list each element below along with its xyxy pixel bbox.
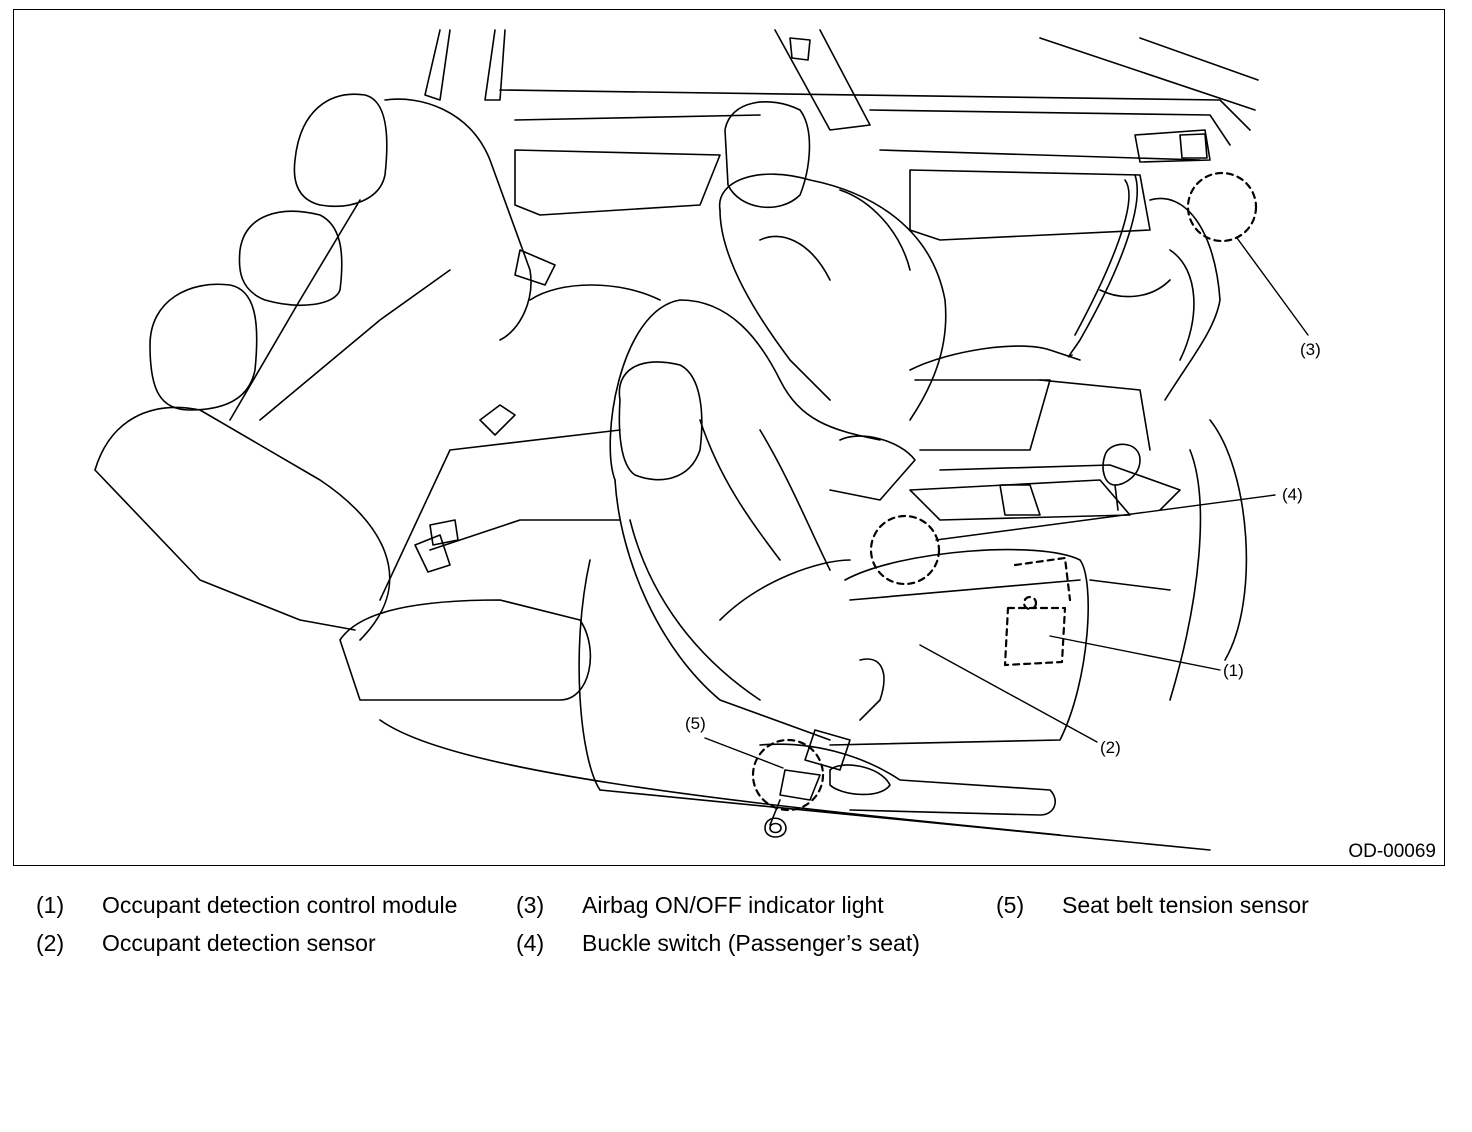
callout-2: (2) (1100, 738, 1121, 757)
callout-4: (4) (1282, 485, 1303, 504)
passenger-seat (578, 299, 1089, 816)
legend-number: (4) (516, 930, 545, 956)
tension-sensor-marker (751, 738, 825, 812)
body-structure (424, 29, 1259, 241)
seatbelt-buckle (764, 729, 851, 838)
legend-number: (1) (36, 892, 65, 918)
leader-lines (704, 237, 1309, 769)
occupant-sensor-outline (1013, 556, 1072, 602)
buckle-switch-marker (869, 514, 941, 586)
legend-number: (2) (36, 930, 65, 956)
callout-5: (5) (685, 714, 706, 733)
callout-3: (3) (1300, 340, 1321, 359)
legend: (1) Occupant detection control module (2… (36, 892, 1436, 972)
legend-description: Buckle switch (Passenger’s seat) (582, 930, 920, 956)
steering-dash (909, 174, 1248, 701)
control-module-marker (1003, 606, 1067, 667)
callout-1: (1) (1223, 661, 1244, 680)
driver-seat (718, 101, 1081, 451)
legend-description: Occupant detection control module (102, 892, 458, 918)
legend-description: Occupant detection sensor (102, 930, 376, 956)
legend-number: (3) (516, 892, 545, 918)
rear-bench-seat (94, 93, 661, 701)
airbag-indicator-marker (1186, 171, 1258, 243)
legend-description: Airbag ON/OFF indicator light (582, 892, 884, 918)
legend-number: (5) (996, 892, 1025, 918)
legend-description: Seat belt tension sensor (1062, 892, 1309, 918)
highlight-markers (751, 171, 1258, 812)
figure-code: OD-00069 (1348, 841, 1436, 862)
floor-lines (379, 579, 1211, 851)
